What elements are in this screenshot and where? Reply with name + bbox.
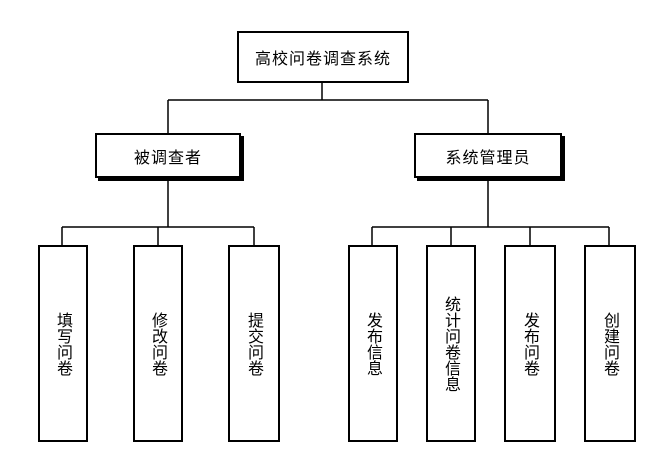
group-label-admin: 系统管理员 xyxy=(445,147,531,167)
child-node-submit-survey: 提交问卷 xyxy=(228,245,280,442)
root-label: 高校问卷调查系统 xyxy=(254,49,391,68)
child-node-publish-info: 发布信息 xyxy=(348,245,398,442)
group-node-respondent: 被调查者 xyxy=(95,133,241,178)
child-label-survey-stats: 统计问卷信息 xyxy=(442,295,461,392)
child-node-modify-survey: 修改问卷 xyxy=(133,245,183,442)
group-node-admin: 系统管理员 xyxy=(414,133,562,178)
child-label-publish-info: 发布信息 xyxy=(364,311,383,376)
child-node-survey-stats: 统计问卷信息 xyxy=(426,245,476,442)
child-node-fill-survey: 填写问卷 xyxy=(38,245,88,442)
child-node-publish-survey: 发布问卷 xyxy=(504,245,556,442)
child-label-submit-survey: 提交问卷 xyxy=(245,311,264,376)
child-label-modify-survey: 修改问卷 xyxy=(149,311,168,376)
child-node-create-survey: 创建问卷 xyxy=(584,245,636,442)
root-node: 高校问卷调查系统 xyxy=(237,31,409,83)
child-label-fill-survey: 填写问卷 xyxy=(54,311,73,376)
child-label-publish-survey: 发布问卷 xyxy=(521,311,540,376)
group-label-respondent: 被调查者 xyxy=(133,147,202,167)
child-label-create-survey: 创建问卷 xyxy=(601,311,620,376)
